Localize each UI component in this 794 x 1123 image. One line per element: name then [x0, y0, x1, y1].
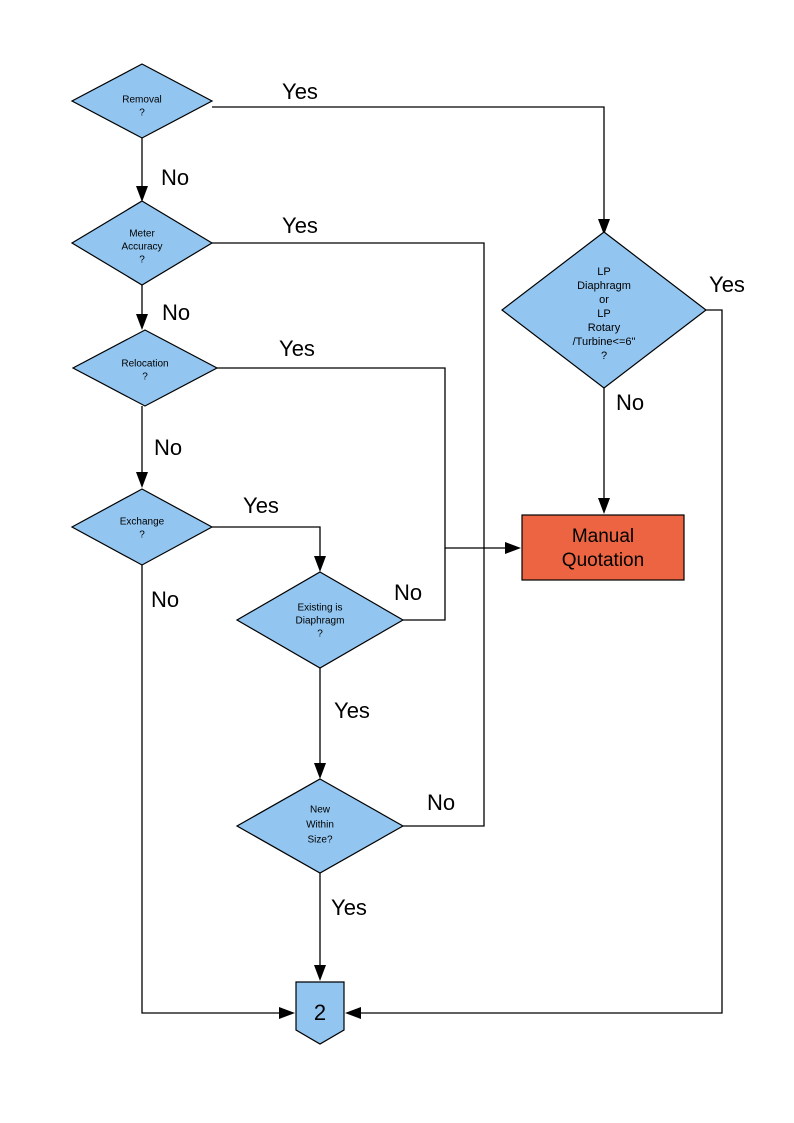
lp-label-line-5: Rotary: [588, 322, 621, 334]
label-lp-yes: Yes: [709, 272, 745, 297]
node-exchange[interactable]: Exchange ?: [70, 488, 214, 566]
edge-exchange-yes: [212, 526, 321, 563]
label-meter-accuracy-no: No: [162, 300, 190, 325]
node-existing-is-diaphragm[interactable]: Existing is Diaphragm ?: [235, 571, 405, 669]
lp-label-line-3: or: [599, 294, 609, 306]
meter-accuracy-label-line-2: Accuracy: [121, 242, 162, 253]
removal-label-line-1: Removal: [122, 95, 161, 106]
label-relocation-yes: Yes: [279, 336, 315, 361]
edge-new-within-size-no: [403, 548, 485, 827]
lp-label-line-4: LP: [597, 308, 610, 320]
arrowhead-into-existing-diaphragm: [314, 556, 326, 572]
label-meter-accuracy-yes: Yes: [282, 213, 318, 238]
lp-label-line-1: LP: [597, 266, 610, 278]
edge-meter-accuracy-yes: [212, 242, 485, 548]
arrowhead-into-lp: [598, 219, 610, 235]
manual-quotation-box[interactable]: [521, 514, 685, 581]
node-connector-2[interactable]: 2: [295, 981, 345, 1045]
label-exchange-no: No: [151, 587, 179, 612]
relocation-diamond[interactable]: [71, 329, 219, 407]
existing-is-diaphragm-label-line-2: Diaphragm: [296, 616, 345, 627]
arrowhead-into-connector-2-left: [279, 1007, 295, 1019]
node-removal[interactable]: Removal ?: [70, 63, 214, 139]
label-new-within-size-yes: Yes: [331, 895, 367, 920]
label-removal-yes: Yes: [282, 79, 318, 104]
exchange-label-line-2: ?: [139, 530, 145, 541]
edge-relocation-yes: [217, 367, 511, 549]
manual-quotation-label-line-2: Quotation: [562, 550, 644, 571]
removal-diamond[interactable]: [70, 63, 214, 139]
label-existing-diaphragm-yes: Yes: [334, 698, 370, 723]
label-lp-no: No: [616, 390, 644, 415]
arrowhead-into-connector-2-top: [314, 965, 326, 981]
lp-diaphragm-or-rotary-diamond[interactable]: [501, 231, 707, 389]
label-existing-diaphragm-no: No: [394, 580, 422, 605]
lp-label-line-2: Diaphragm: [577, 280, 631, 292]
existing-is-diaphragm-diamond[interactable]: [235, 571, 405, 669]
existing-is-diaphragm-label-line-3: ?: [317, 629, 323, 640]
label-relocation-no: No: [154, 435, 182, 460]
removal-label-line-2: ?: [139, 108, 145, 119]
existing-is-diaphragm-label-line-1: Existing is: [297, 603, 342, 614]
connector-2-shape[interactable]: [295, 981, 345, 1045]
manual-quotation-label-line-1: Manual: [572, 526, 634, 547]
label-removal-no: No: [161, 165, 189, 190]
lp-label-line-6: /Turbine<=6": [573, 336, 636, 348]
new-within-size-diamond[interactable]: [235, 778, 405, 874]
edge-removal-yes: [212, 106, 605, 226]
meter-accuracy-label-line-1: Meter: [129, 229, 155, 240]
node-lp-diaphragm-or-rotary[interactable]: LP Diaphragm or LP Rotary /Turbine<=6" ?: [501, 231, 707, 389]
node-new-within-size[interactable]: New Within Size?: [235, 778, 405, 874]
relocation-label-line-2: ?: [142, 372, 148, 383]
arrowhead-into-manual-quotation-left: [505, 542, 521, 554]
exchange-diamond[interactable]: [70, 488, 214, 566]
node-relocation[interactable]: Relocation ?: [71, 329, 219, 407]
arrowhead-into-connector-2-right: [345, 1007, 361, 1019]
edge-exchange-no: [141, 565, 285, 1014]
edge-labels: Yes No Yes No Yes No Yes No No Yes No Ye…: [151, 79, 745, 920]
edge-existing-diaphragm-no: [403, 548, 446, 621]
connector-lines: [136, 106, 723, 1019]
label-exchange-yes: Yes: [243, 493, 279, 518]
meter-accuracy-label-line-3: ?: [139, 255, 145, 266]
arrowhead-into-relocation: [136, 314, 148, 330]
new-within-size-label-line-2: Within: [306, 820, 334, 831]
connector-2-label: 2: [314, 1000, 326, 1025]
relocation-label-line-1: Relocation: [121, 359, 168, 370]
node-manual-quotation[interactable]: Manual Quotation: [521, 514, 685, 581]
arrowhead-into-manual-quotation-top: [598, 498, 610, 514]
new-within-size-label-line-1: New: [310, 805, 331, 816]
lp-label-line-7: ?: [601, 350, 607, 362]
new-within-size-label-line-3: Size?: [307, 835, 332, 846]
arrowhead-into-meter-accuracy: [136, 186, 148, 202]
exchange-label-line-1: Exchange: [120, 517, 165, 528]
edge-lp-yes: [355, 309, 723, 1014]
arrowhead-into-new-within-size: [314, 763, 326, 779]
meter-accuracy-diamond[interactable]: [70, 200, 214, 286]
arrowhead-into-exchange: [136, 472, 148, 488]
label-new-within-size-no: No: [427, 790, 455, 815]
node-meter-accuracy[interactable]: Meter Accuracy ?: [70, 200, 214, 286]
